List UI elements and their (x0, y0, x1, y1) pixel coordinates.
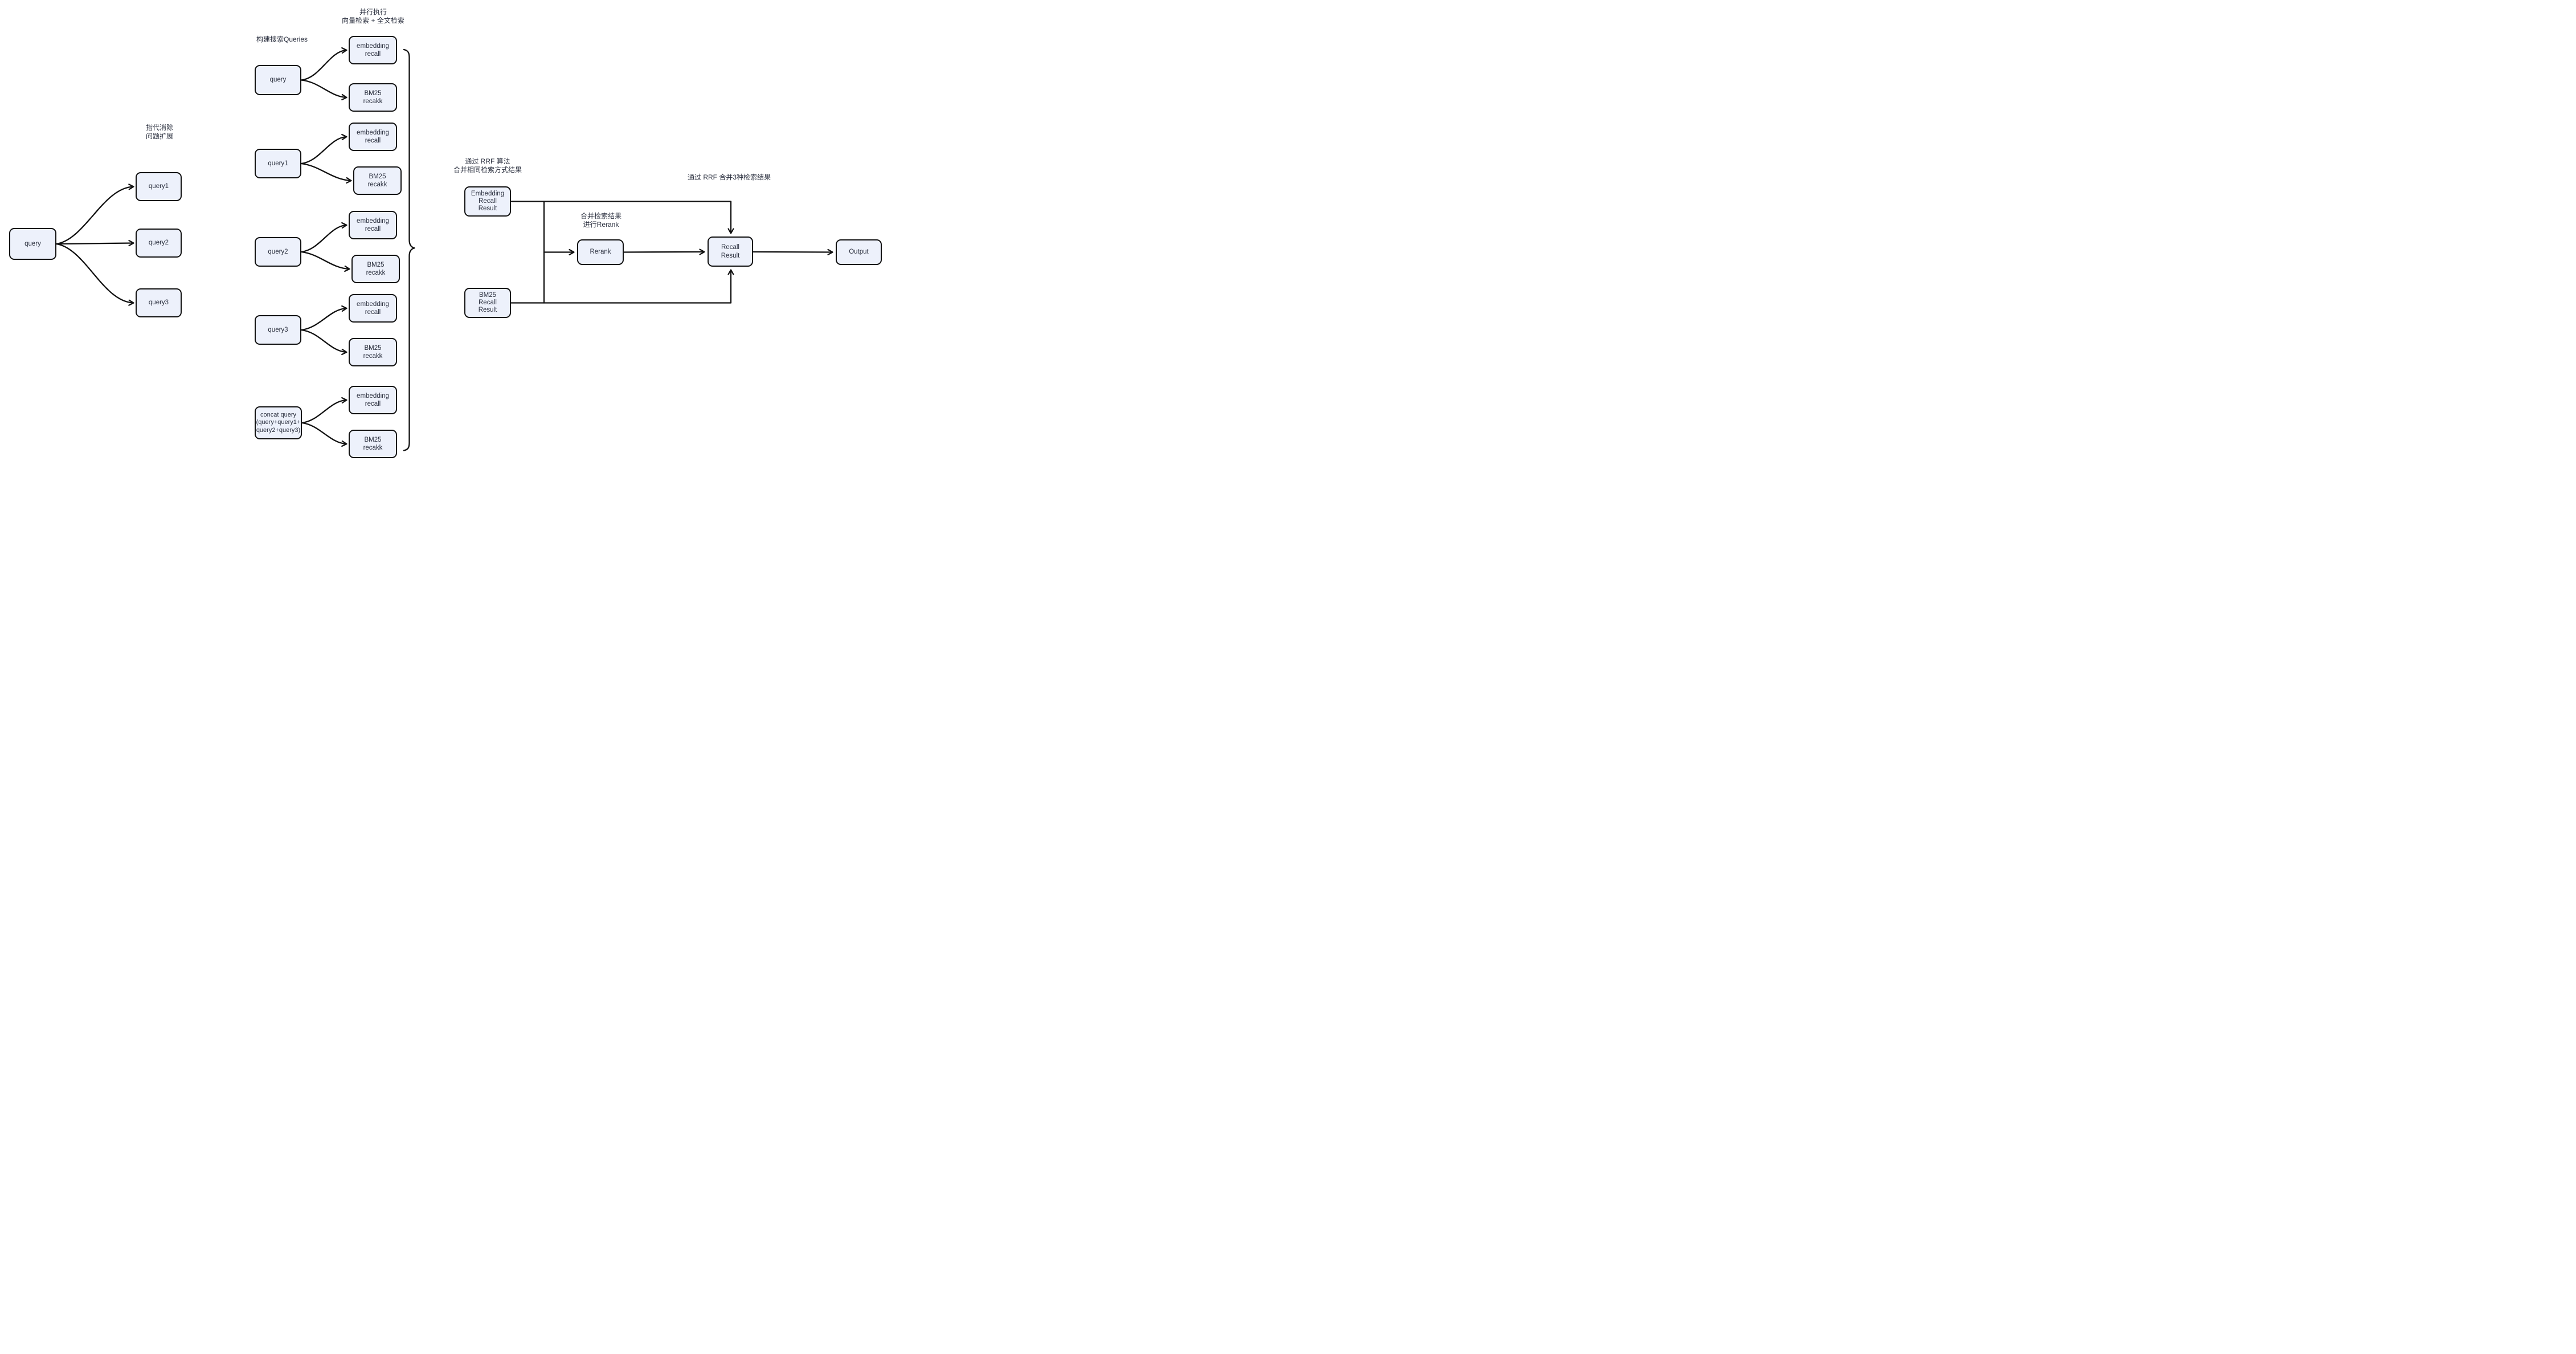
edge-query-query2 (55, 239, 134, 247)
node-query3: query3 (136, 288, 182, 317)
edge-query-query1 (55, 183, 134, 245)
edge-midquery-er1 (300, 47, 347, 81)
node-mid-query3: query3 (255, 315, 301, 345)
node-output: Output (836, 239, 882, 265)
edge-midquery2-er3 (300, 222, 347, 253)
edge-concat-er5 (301, 397, 347, 424)
annotation-rrf-merge-3: 通过 RRF 合并3种检索结果 (687, 173, 771, 181)
edge-err-recallresult-top (510, 201, 734, 234)
diagram-canvas: 并行执行 向量检索 + 全文检索 构建搜索Queries 指代消除 问题扩展 通… (0, 0, 893, 470)
edge-midquery2-bm3 (300, 251, 350, 272)
edge-midquery3-bm4 (300, 329, 347, 356)
node-mid-query1: query1 (255, 149, 301, 178)
node-embedding-recall-2: embedding recall (349, 123, 397, 151)
annotation-rrf-merge-same: 通过 RRF 算法 合并相同检索方式结果 (453, 157, 522, 174)
connector-layer (55, 47, 833, 451)
edge-midquery-bm1 (300, 79, 347, 101)
node-query1: query1 (136, 172, 182, 201)
edge-query-query3 (55, 243, 134, 306)
edge-midquery1-bm2 (300, 162, 352, 184)
node-bm25-recall-4: BM25 recakk (349, 338, 397, 366)
edge-concat-bm5 (301, 422, 347, 447)
node-query-root: query (9, 228, 56, 260)
annotation-build-queries: 构建搜索Queries (256, 35, 308, 43)
annotation-merge-rerank: 合并检索结果 进行Rerank (580, 212, 622, 229)
node-rerank: Rerank (577, 239, 624, 265)
edge-midquery1-er2 (300, 133, 347, 165)
edge-midquery3-er4 (300, 305, 347, 331)
node-concat-query: concat query (query+query1+ query2+query… (255, 406, 302, 439)
node-embedding-recall-5: embedding recall (349, 386, 397, 414)
node-bm25-recall-2: BM25 recakk (353, 166, 402, 195)
node-recall-result: Recall Result (708, 236, 753, 267)
node-mid-query: query (255, 65, 301, 95)
node-bm25-recall-1: BM25 recakk (349, 83, 397, 112)
node-embedding-recall-result: Embedding Recall Result (464, 186, 511, 217)
node-query2: query2 (136, 229, 182, 258)
node-bm25-recall-5: BM25 recakk (349, 430, 397, 458)
node-embedding-recall-4: embedding recall (349, 294, 397, 323)
node-embedding-recall-3: embedding recall (349, 211, 397, 239)
node-bm25-recall-3: BM25 recakk (351, 255, 400, 283)
edge-brr-recallresult-bottom (510, 269, 734, 304)
annotation-parallel-exec: 并行执行 向量检索 + 全文检索 (342, 8, 404, 25)
curly-brace (403, 48, 415, 451)
node-embedding-recall-1: embedding recall (349, 36, 397, 64)
node-bm25-recall-result: BM25 Recall Result (464, 288, 511, 318)
node-mid-query2: query2 (255, 237, 301, 267)
annotation-coref-expand: 指代消除 问题扩展 (145, 124, 174, 140)
